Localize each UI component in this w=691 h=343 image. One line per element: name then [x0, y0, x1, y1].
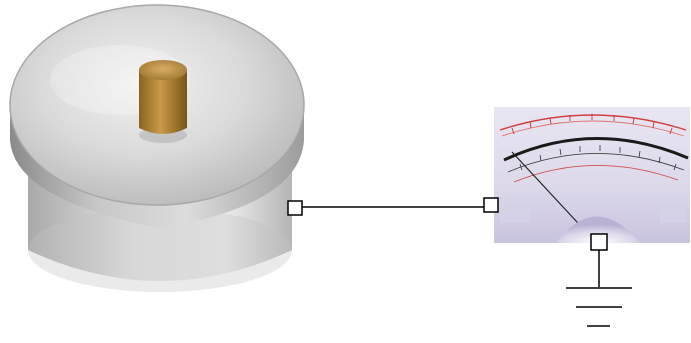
terminal-meter-input	[483, 197, 499, 213]
ground-symbol-icon	[566, 287, 632, 327]
metal-cylinder	[9, 4, 305, 292]
terminal-meter-ground	[590, 233, 608, 251]
brass-terminal-knob	[139, 60, 187, 143]
analog-meter	[494, 107, 690, 243]
terminal-cylinder	[287, 200, 303, 216]
